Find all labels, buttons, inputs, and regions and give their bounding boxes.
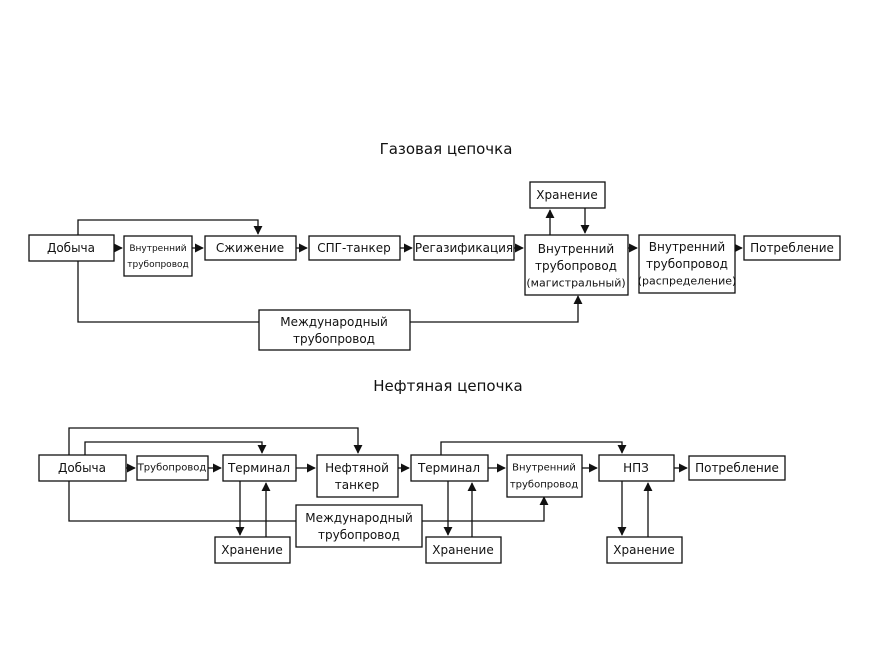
gas-regasification-label: Регазификация — [415, 241, 513, 255]
gas-node-regasification: Регазификация — [413, 235, 515, 261]
oil-terminal2-label: Терминал — [417, 461, 480, 475]
oil-storage2-label: Хранение — [432, 543, 493, 557]
oil-chain-title: Нефтяная цепочка — [373, 377, 522, 395]
gas-chain-title: Газовая цепочка — [380, 140, 513, 158]
gas-edges — [77, 208, 743, 323]
gas-liquefaction-label: Сжижение — [216, 241, 284, 255]
gas-main-pipe-line3: (магистральный) — [526, 277, 625, 290]
gas-extraction-label: Добыча — [47, 241, 95, 255]
oil-tanker-line1: Нефтяной — [325, 461, 389, 475]
gas-node-lng-tanker: СПГ-танкер — [308, 235, 401, 261]
gas-node-distribution-pipeline: Внутренний трубопровод (распределение) — [638, 234, 737, 294]
oil-node-terminal-1: Терминал — [222, 454, 297, 482]
oil-pipeline-label: Трубопровод — [137, 463, 207, 474]
oil-terminal1-label: Терминал — [227, 461, 290, 475]
gas-node-inner-pipeline: Внутренний трубопровод — [123, 235, 193, 277]
oil-node-refinery: НПЗ — [598, 454, 675, 482]
oil-nodes: Добыча Трубопровод Терминал Нефтяной тан… — [38, 454, 786, 564]
gas-inner-pipe-line2: трубопровод — [127, 260, 188, 270]
gas-node-main-pipeline: Внутренний трубопровод (магистральный) — [524, 234, 629, 296]
gas-dist-pipe-line2: трубопровод — [646, 257, 728, 271]
gas-dist-pipe-line1: Внутренний — [649, 240, 725, 254]
gas-node-extraction: Добыча — [28, 234, 115, 262]
oil-inner-pipe-line2: трубопровод — [510, 480, 578, 491]
edge-oil-extraction-intlpipe — [68, 481, 296, 522]
gas-intl-pipe-line1: Международный — [280, 315, 388, 329]
oil-node-storage-2: Хранение — [425, 536, 502, 564]
gas-main-pipe-line2: трубопровод — [535, 259, 617, 273]
oil-intl-pipe-line2: трубопровод — [318, 528, 400, 542]
oil-refinery-label: НПЗ — [623, 461, 649, 475]
edge-extraction-liquefaction-bypass — [77, 219, 263, 236]
gas-node-international-pipeline: Международный трубопровод — [258, 309, 411, 351]
gas-dist-pipe-line3: (распределение) — [638, 275, 737, 288]
oil-node-terminal-2: Терминал — [410, 454, 489, 482]
edge-intlpipe-mainpipe — [410, 295, 583, 323]
oil-node-extraction: Добыча — [38, 454, 127, 482]
gas-inner-pipe-line1: Внутренний — [129, 244, 186, 254]
gas-node-consumption: Потребление — [743, 235, 841, 261]
oil-node-consumption: Потребление — [688, 455, 786, 481]
edge-oil-intlpipe-innerpipe — [422, 496, 549, 522]
gas-storage-label: Хранение — [536, 188, 597, 202]
oil-extraction-label: Добыча — [58, 461, 106, 475]
oil-node-inner-pipeline: Внутренний трубопровод — [506, 454, 583, 498]
oil-tanker-line2: танкер — [335, 478, 379, 492]
gas-nodes: Добыча Внутренний трубопровод Сжижение С… — [28, 181, 841, 351]
gas-node-liquefaction: Сжижение — [204, 235, 297, 261]
edge-oil-extraction-terminal1-bypass — [84, 441, 267, 455]
gas-node-storage: Хранение — [529, 181, 606, 209]
edge-extraction-intlpipe — [77, 261, 259, 323]
oil-node-storage-3: Хранение — [606, 536, 683, 564]
oil-inner-pipe-line1: Внутренний — [512, 463, 576, 474]
oil-node-storage-1: Хранение — [214, 536, 291, 564]
edge-oil-extraction-tanker-bypass — [68, 427, 363, 455]
oil-node-pipeline: Трубопровод — [136, 455, 209, 481]
gas-lng-tanker-label: СПГ-танкер — [317, 241, 391, 255]
gas-intl-pipe-line2: трубопровод — [293, 332, 375, 346]
oil-intl-pipe-line1: Международный — [305, 511, 413, 525]
edge-oil-terminal2-refinery-bypass — [440, 441, 627, 455]
oil-storage3-label: Хранение — [613, 543, 674, 557]
gas-consumption-label: Потребление — [750, 241, 834, 255]
oil-storage1-label: Хранение — [221, 543, 282, 557]
oil-consumption-label: Потребление — [695, 461, 779, 475]
oil-node-tanker: Нефтяной танкер — [316, 454, 399, 498]
oil-edges — [68, 427, 688, 537]
gas-main-pipe-line1: Внутренний — [538, 242, 614, 256]
oil-node-international-pipeline: Международный трубопровод — [295, 504, 423, 548]
